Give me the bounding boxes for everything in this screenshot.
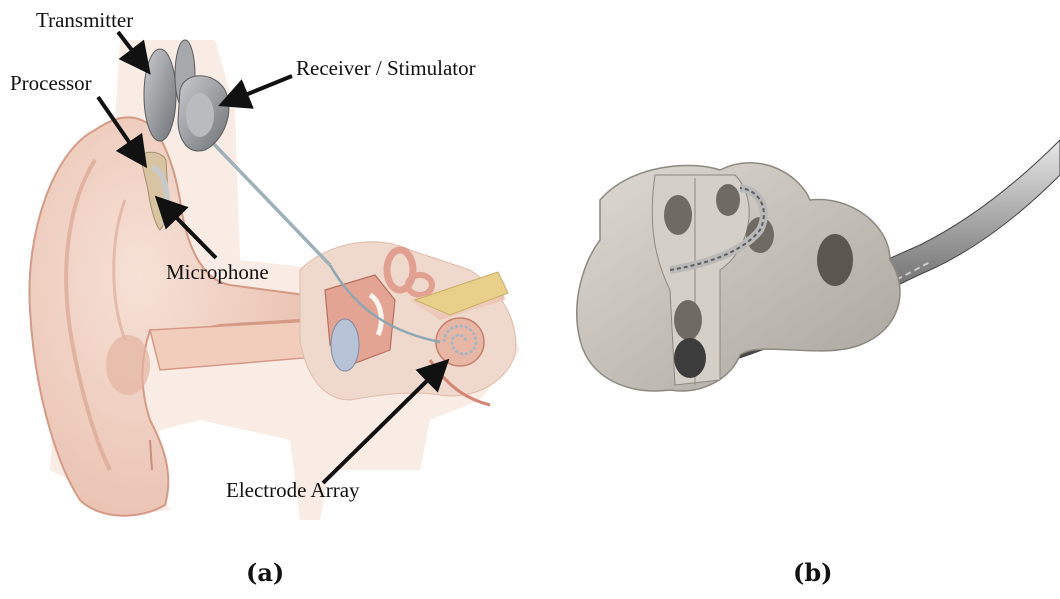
electrode-array-label: Electrode Array — [226, 478, 360, 503]
microphone-label: Microphone — [166, 260, 269, 285]
panel-a-caption: (a) — [246, 558, 284, 587]
transmitter-label: Transmitter — [36, 8, 133, 33]
panel-a-ear-illustration — [29, 40, 520, 520]
panel-b-caption: (b) — [793, 558, 833, 587]
receiver-stimulator-label: Receiver / Stimulator — [296, 56, 476, 81]
processor-label: Processor — [10, 71, 92, 96]
receiver-arrow — [233, 76, 292, 100]
panel-b-cochlea-model — [577, 140, 1060, 391]
